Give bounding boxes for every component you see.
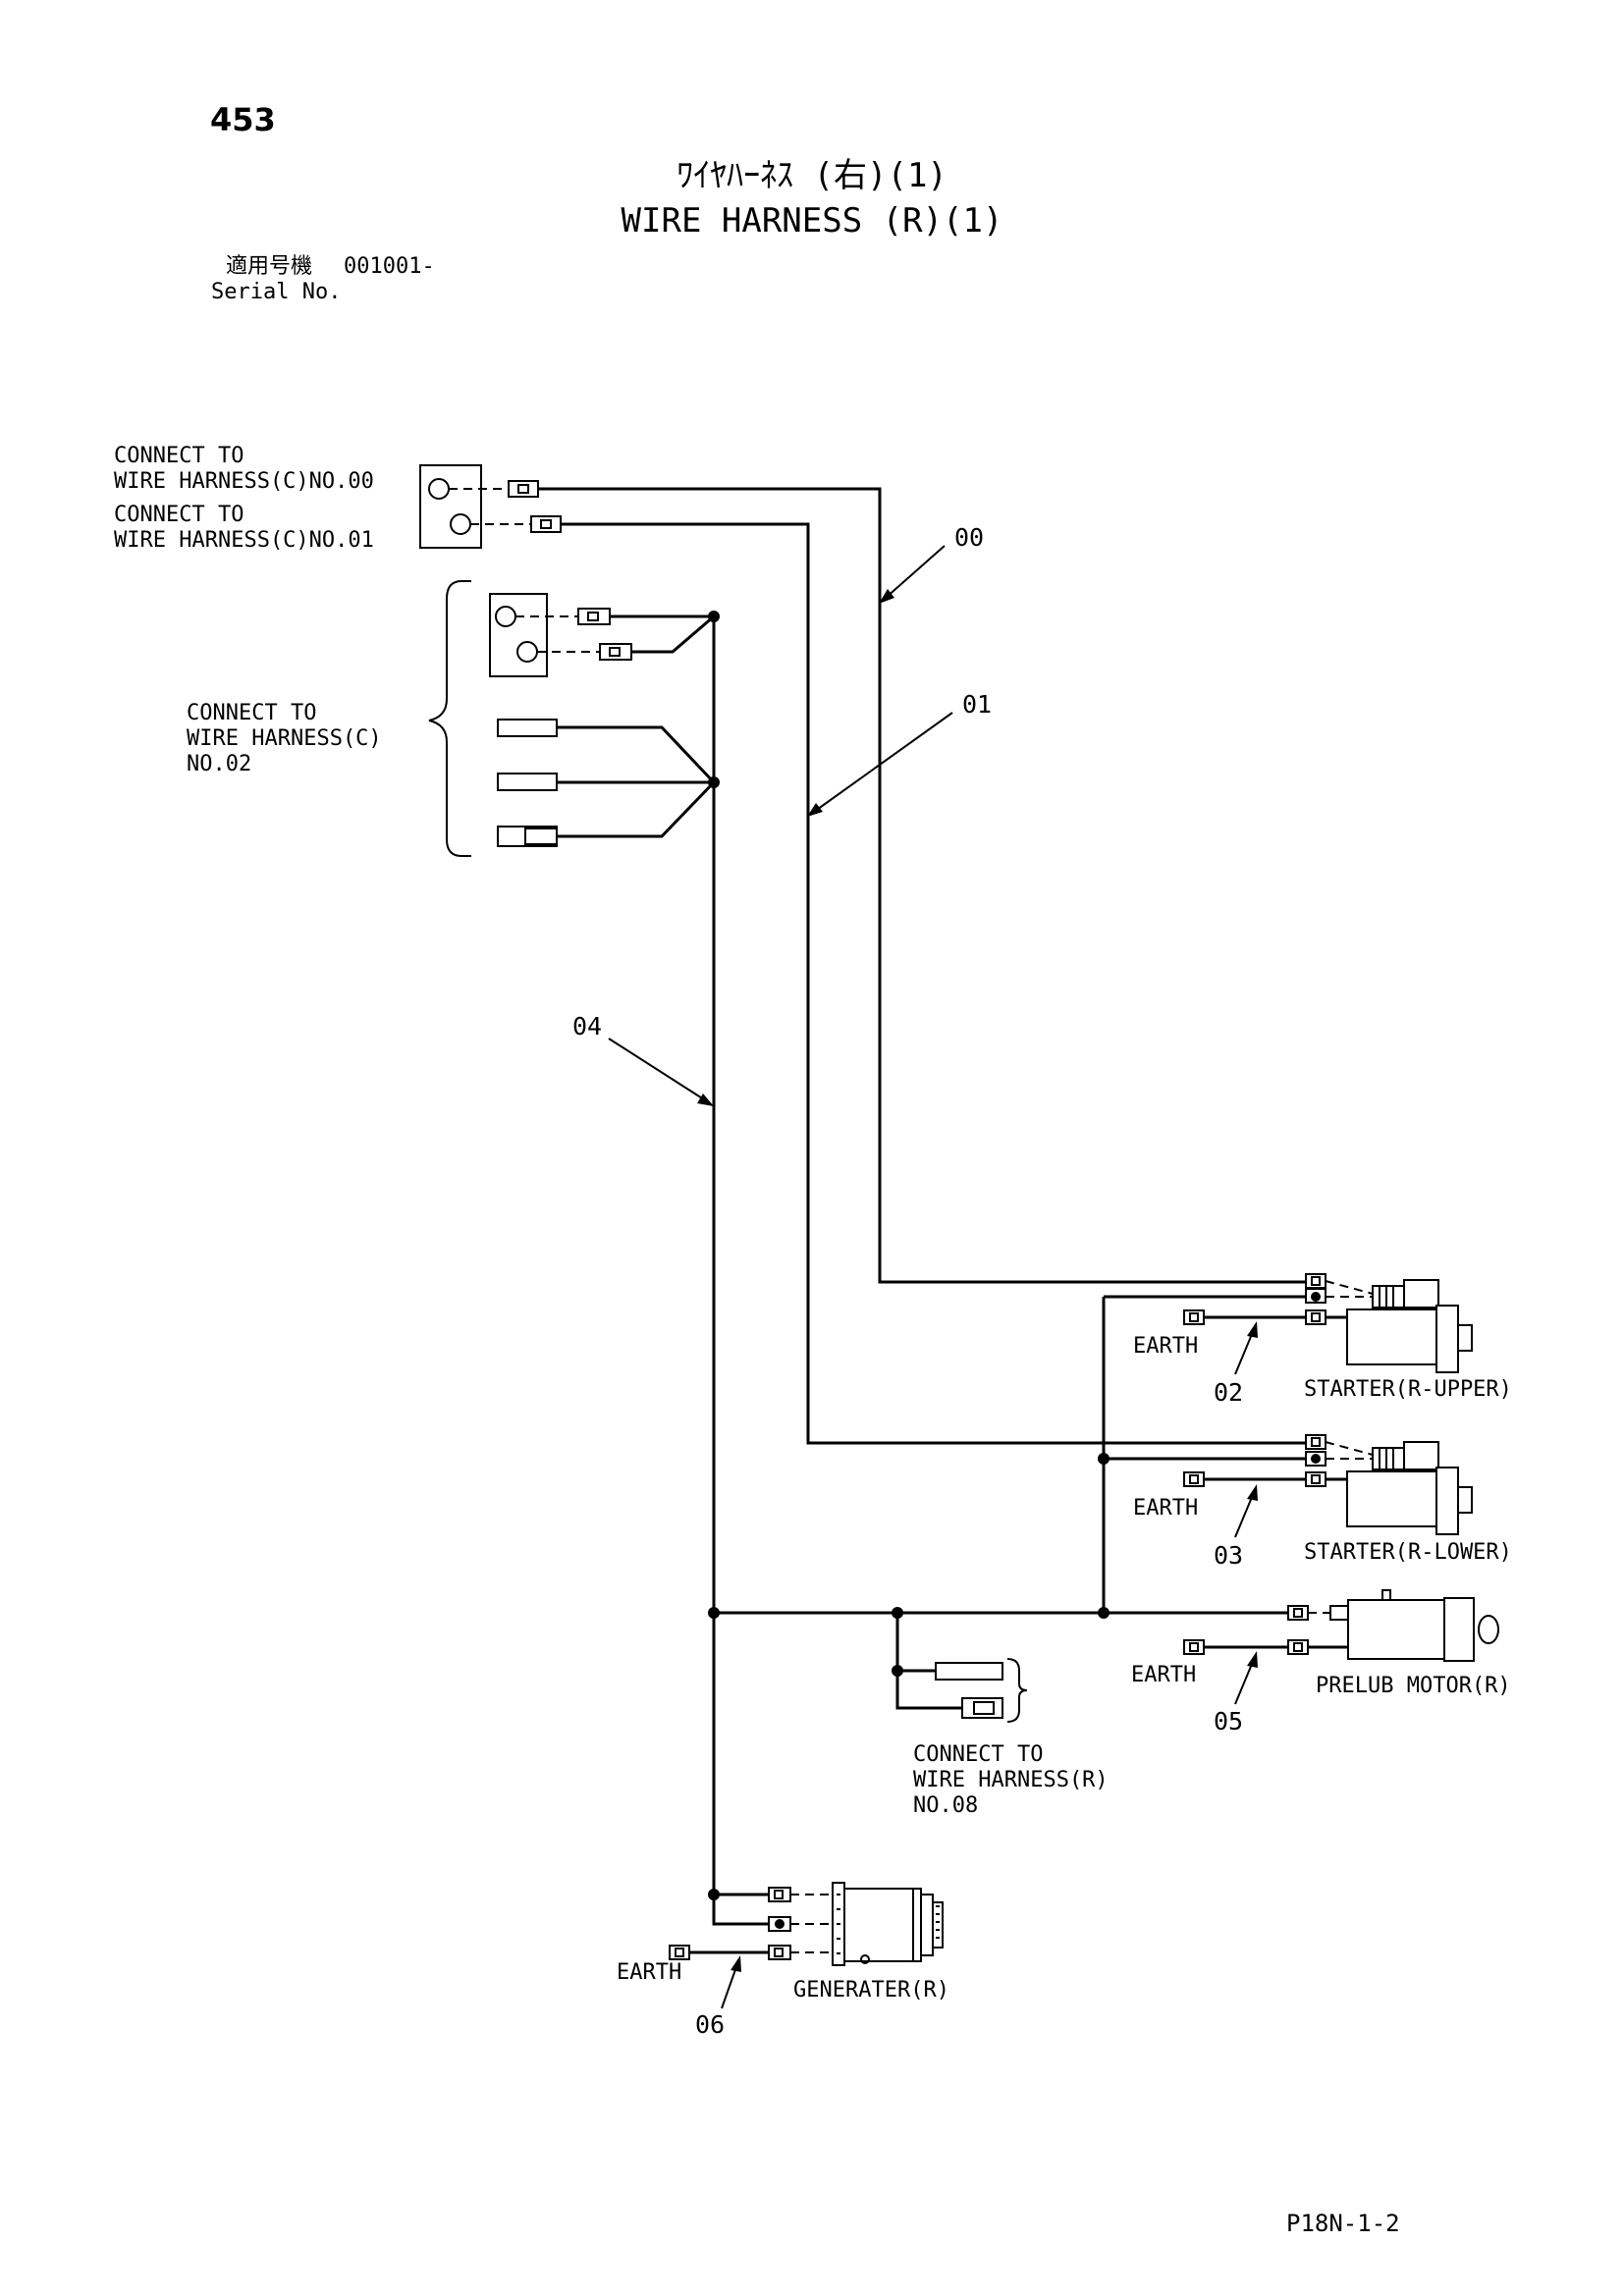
connector-08-label-line3: NO.08 [913,1793,978,1818]
earth-05 [1183,1639,1288,1655]
prelub-motor-label: PRELUB MOTOR(R) [1316,1674,1511,1698]
starter-upper-label: STARTER(R-UPPER) [1304,1377,1512,1402]
connector-01-label-line2: WIRE HARNESS(C)NO.01 [114,528,374,553]
wire-number-01: 01 [962,690,992,719]
wire-number-06: 06 [695,2010,725,2039]
page-number: 453 [210,101,276,138]
connector-group-08 [935,1658,1028,1723]
title-japanese: ﾜｲﾔﾊｰﾈｽ (右)(1) [677,156,947,195]
generator-label: GENERATER(R) [793,1978,949,2002]
earth-02 [1183,1309,1306,1325]
connector-group-02 [428,580,632,857]
wire-01 [561,522,1306,1445]
connector-00-label-line2: WIRE HARNESS(C)NO.00 [114,469,374,494]
connector-02-label-line2: WIRE HARNESS(C) [187,726,382,751]
earth-03-label: EARTH [1133,1496,1198,1521]
serial-label-en: Serial No. [211,280,341,304]
earth-02-label: EARTH [1133,1334,1198,1359]
connector-08-label-line2: WIRE HARNESS(R) [913,1768,1109,1792]
connector-01-label-line1: CONNECT TO [114,503,244,527]
wire-number-02: 02 [1214,1378,1243,1407]
wire-number-04: 04 [572,1012,602,1041]
prelub-motor-symbol [1287,1589,1499,1662]
wire-number-00: 00 [954,523,984,552]
serial-value: 001001- [344,254,435,279]
connector-02-label-line3: NO.02 [187,752,251,776]
earth-06 [669,1945,769,1960]
starter-lower-label: STARTER(R-LOWER) [1304,1540,1512,1565]
generator-symbol [768,1882,944,1966]
connector-02-label-line1: CONNECT TO [187,701,316,725]
serial-label-jp: 適用号機 [226,254,312,279]
connector-08-label-line1: CONNECT TO [913,1742,1043,1767]
wire-04 [557,614,1306,1926]
earth-06-label: EARTH [617,1960,681,1985]
title-english: WIRE HARNESS (R)(1) [622,201,1003,240]
footer-code: P18N-1-2 [1286,2210,1400,2237]
starter-lower-symbol [1305,1434,1473,1535]
earth-05-label: EARTH [1131,1663,1196,1687]
wire-number-05: 05 [1214,1707,1243,1735]
wire-00 [538,487,1306,1284]
wire-number-03: 03 [1214,1541,1243,1570]
connector-block-00-01 [419,464,562,549]
connector-00-label-line1: CONNECT TO [114,444,244,468]
earth-03 [1183,1471,1306,1487]
starter-upper-symbol [1305,1273,1473,1373]
